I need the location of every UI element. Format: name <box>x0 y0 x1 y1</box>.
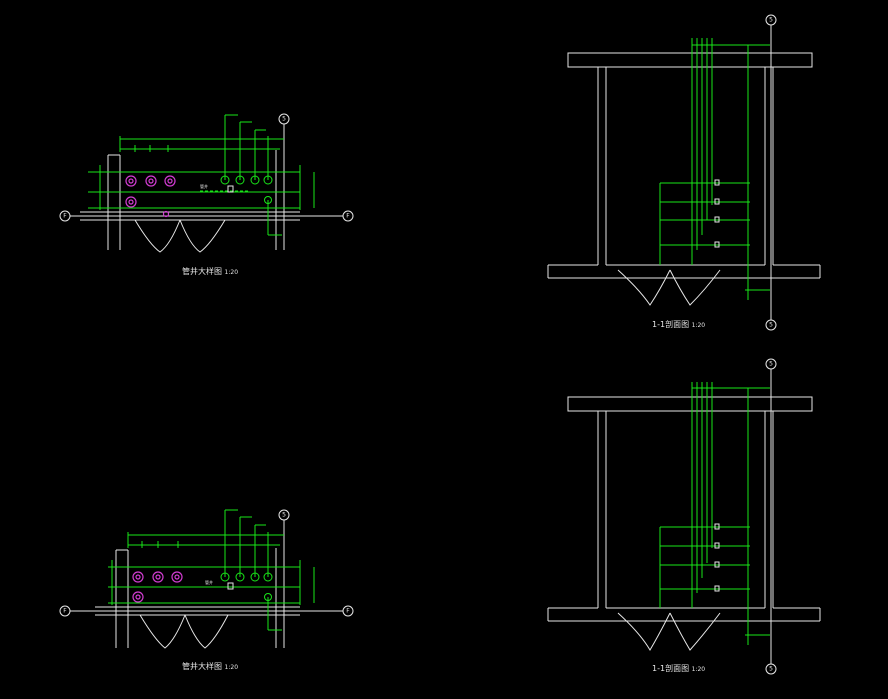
section-view-2: 5 5 1-1剖面图 1:20 <box>547 358 821 675</box>
section-valves <box>714 179 720 248</box>
plan-caption: 管井大样图 1:20 <box>182 661 238 671</box>
plan-doors <box>134 219 226 253</box>
axis-label-f-right: F <box>346 608 350 615</box>
plan-doors <box>139 614 229 649</box>
section-doors <box>617 612 721 651</box>
plan-walls <box>95 520 300 648</box>
section-caption: 1-1剖面图 1:20 <box>652 663 705 673</box>
plan-room-tag: 管井 <box>200 183 208 189</box>
plan-fixtures <box>125 175 176 218</box>
axis-label-5-top: 5 <box>769 361 773 368</box>
axis-bubble-f-left <box>59 605 71 617</box>
section-pipes <box>659 38 770 300</box>
section-structure <box>547 52 821 279</box>
axis-label-f-left: F <box>63 608 67 615</box>
plan-walls <box>80 124 300 250</box>
section-structure <box>547 396 821 622</box>
plan-fixtures <box>132 571 183 603</box>
axis-label-f-right: F <box>346 213 350 220</box>
section-caption: 1-1剖面图 1:20 <box>652 319 705 329</box>
axis-label-5: 5 <box>282 512 286 519</box>
axis-bubble-f-right <box>342 210 354 222</box>
plan-dimensions <box>108 509 315 631</box>
axis-label-5-bottom: 5 <box>769 666 773 673</box>
section-doors <box>617 269 721 306</box>
section-view-1: 5 5 1-1剖面图 1:20 <box>547 14 821 331</box>
plan-pipes <box>220 572 273 601</box>
plan-view-1: F F 5 <box>59 113 354 276</box>
axis-bubble-5-bottom <box>765 663 777 675</box>
axis-label-5: 5 <box>282 116 286 123</box>
plan-pipes <box>220 175 273 204</box>
plan-dimensions <box>88 114 315 236</box>
axis-label-f-left: F <box>63 213 67 220</box>
section-valves <box>714 523 720 592</box>
plan-caption: 管井大样图 1:20 <box>182 266 238 276</box>
axis-label-5-top: 5 <box>769 17 773 24</box>
plan-view-2: F F 5 <box>59 509 354 671</box>
axis-label-5-bottom: 5 <box>769 322 773 329</box>
axis-bubble-f-right <box>342 605 354 617</box>
section-pipes <box>659 382 770 645</box>
axis-bubble-5-bottom <box>765 319 777 331</box>
axis-bubble-f-left <box>59 210 71 222</box>
plan-room-tag: 管井 <box>205 579 213 585</box>
